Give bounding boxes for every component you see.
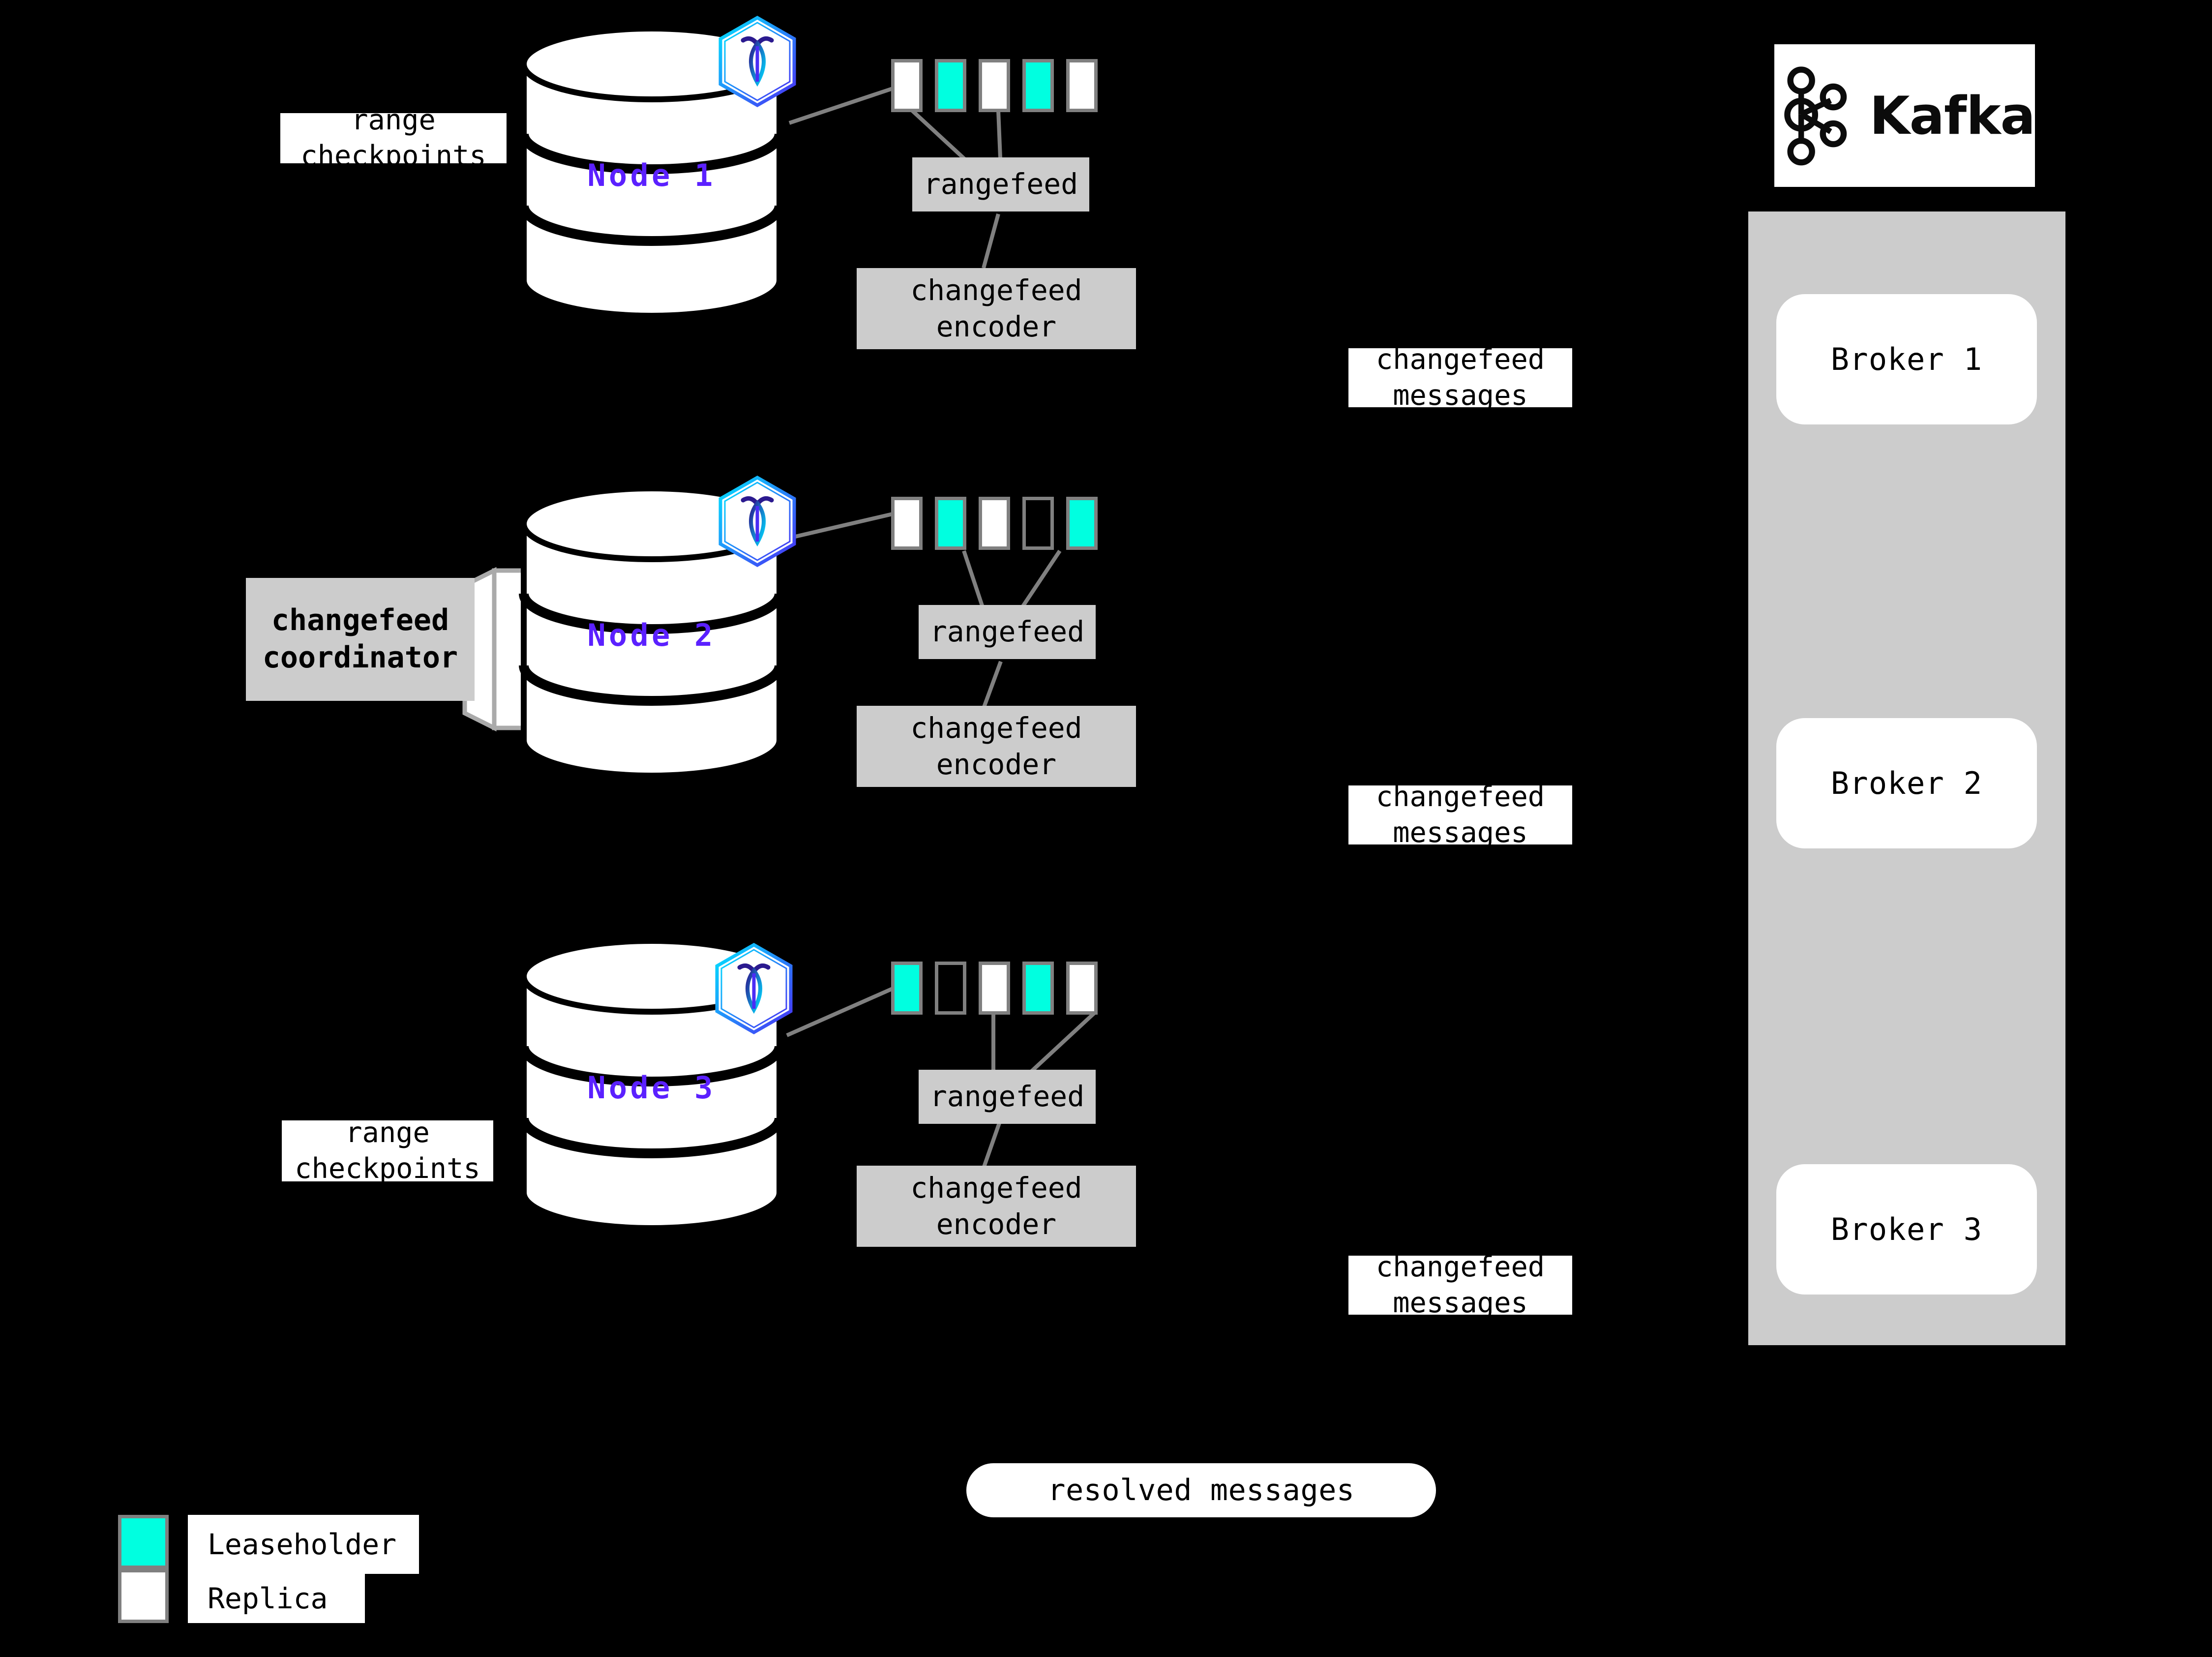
range-box[interactable] <box>935 59 966 112</box>
node-3-changefeed-encoder-box[interactable]: changefeed encoder <box>857 1166 1136 1247</box>
changefeed-messages-label-1: changefeed messages <box>1348 343 1572 412</box>
node-1-range-checkpoints-label: range checkpoints <box>280 104 507 172</box>
cockroachdb-hexagon-icon <box>712 942 796 1037</box>
range-box[interactable] <box>891 962 923 1015</box>
cockroachdb-hexagon-icon <box>716 15 799 110</box>
kafka-logo-icon <box>1784 66 1847 166</box>
legend-label-replica: Replica <box>188 1574 365 1623</box>
broker-2-box[interactable]: Broker 2 <box>1776 718 2037 848</box>
range-box[interactable] <box>935 497 966 550</box>
node-2-rangefeed-box[interactable]: rangefeed <box>919 605 1096 659</box>
range-box[interactable] <box>1022 497 1054 550</box>
changefeed-coordinator-box[interactable]: changefeed coordinator <box>246 578 475 701</box>
legend: Leaseholder Replica <box>118 1512 462 1630</box>
range-box[interactable] <box>1066 497 1098 550</box>
changefeed-messages-label-2: changefeed messages <box>1348 781 1572 849</box>
legend-label-leaseholder: Leaseholder <box>188 1515 419 1574</box>
node-3-range-row <box>891 962 1098 1015</box>
range-box[interactable] <box>891 59 923 112</box>
kafka-wordmark: Kafka <box>1869 85 2035 146</box>
changefeed-messages-label-3: changefeed messages <box>1348 1251 1572 1319</box>
node-3-rangefeed-box[interactable]: rangefeed <box>919 1070 1096 1124</box>
range-box[interactable] <box>1066 962 1098 1015</box>
node-1-range-row <box>891 59 1098 112</box>
range-box[interactable] <box>1022 962 1054 1015</box>
legend-swatch-leaseholder <box>118 1515 169 1569</box>
node-3-range-checkpoints-label: range checkpoints <box>282 1116 493 1185</box>
node-2-changefeed-encoder-box[interactable]: changefeed encoder <box>857 706 1136 787</box>
kafka-logo-box: Kafka <box>1774 44 2035 187</box>
broker-1-box[interactable]: Broker 1 <box>1776 294 2037 424</box>
range-box[interactable] <box>979 497 1010 550</box>
broker-3-box[interactable]: Broker 3 <box>1776 1164 2037 1295</box>
node-1-changefeed-encoder-box[interactable]: changefeed encoder <box>857 268 1136 349</box>
range-box[interactable] <box>935 962 966 1015</box>
resolved-messages-pill: resolved messages <box>966 1463 1436 1517</box>
node-2-cylinder: Node 2 <box>514 484 789 780</box>
range-box[interactable] <box>1066 59 1098 112</box>
legend-swatch-replica <box>118 1569 169 1623</box>
range-box[interactable] <box>979 962 1010 1015</box>
cockroachdb-hexagon-icon <box>716 475 799 570</box>
node-2-range-row <box>891 497 1098 550</box>
range-box[interactable] <box>1022 59 1054 112</box>
range-box[interactable] <box>891 497 923 550</box>
node-1-rangefeed-box[interactable]: rangefeed <box>912 157 1089 211</box>
range-box[interactable] <box>979 59 1010 112</box>
